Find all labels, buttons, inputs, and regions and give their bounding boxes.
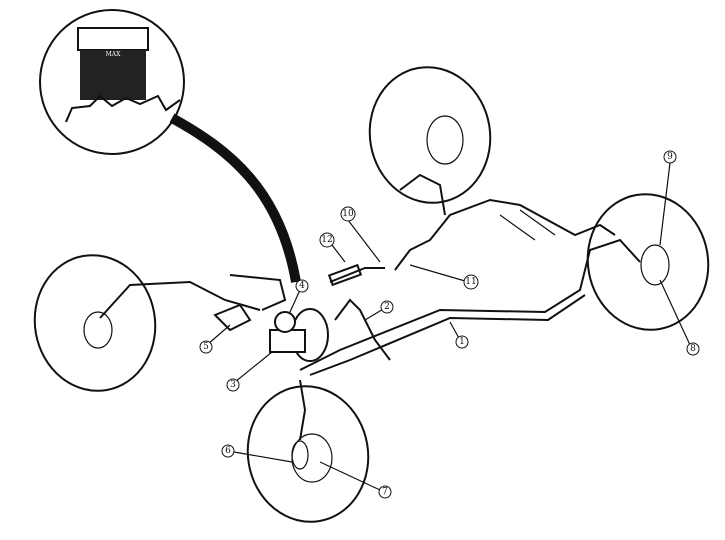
svg-text:3: 3 [230,380,236,390]
callout-4: 4 [289,279,309,313]
callout-6: 6 [221,444,293,463]
svg-text:1: 1 [459,337,465,347]
svg-text:12: 12 [321,235,332,245]
reservoir-inset: MAX [39,9,301,283]
callout-8: 8 [659,279,700,356]
svg-text:5: 5 [203,342,209,352]
callouts: 1 2 3 4 5 6 7 8 9 10 11 12 [199,150,700,499]
callout-11: 11 [409,264,479,290]
wheel-front-right [246,385,370,523]
callout-1: 1 [449,321,469,349]
master-cylinder-booster [213,263,391,362]
svg-text:9: 9 [667,152,673,162]
svg-text:2: 2 [384,302,390,312]
callout-10: 10 [340,206,381,263]
callout-2: 2 [364,300,394,321]
svg-text:6: 6 [225,446,231,456]
svg-text:11: 11 [465,277,476,287]
svg-text:4: 4 [299,281,305,291]
callout-3: 3 [226,351,273,392]
callout-9: 9 [659,150,677,246]
brake-lines [99,173,641,441]
callout-7: 7 [319,461,392,499]
wheel-front-left [33,254,157,392]
wheel-rear-left [586,193,710,331]
svg-text:8: 8 [690,344,696,354]
pedal-switch [329,267,385,283]
svg-text:7: 7 [382,487,388,497]
wheel-rear-right [368,66,492,204]
inset-max-label: MAX [106,51,121,58]
svg-text:10: 10 [342,209,354,219]
callout-12: 12 [319,232,346,263]
callout-5: 5 [199,324,231,354]
